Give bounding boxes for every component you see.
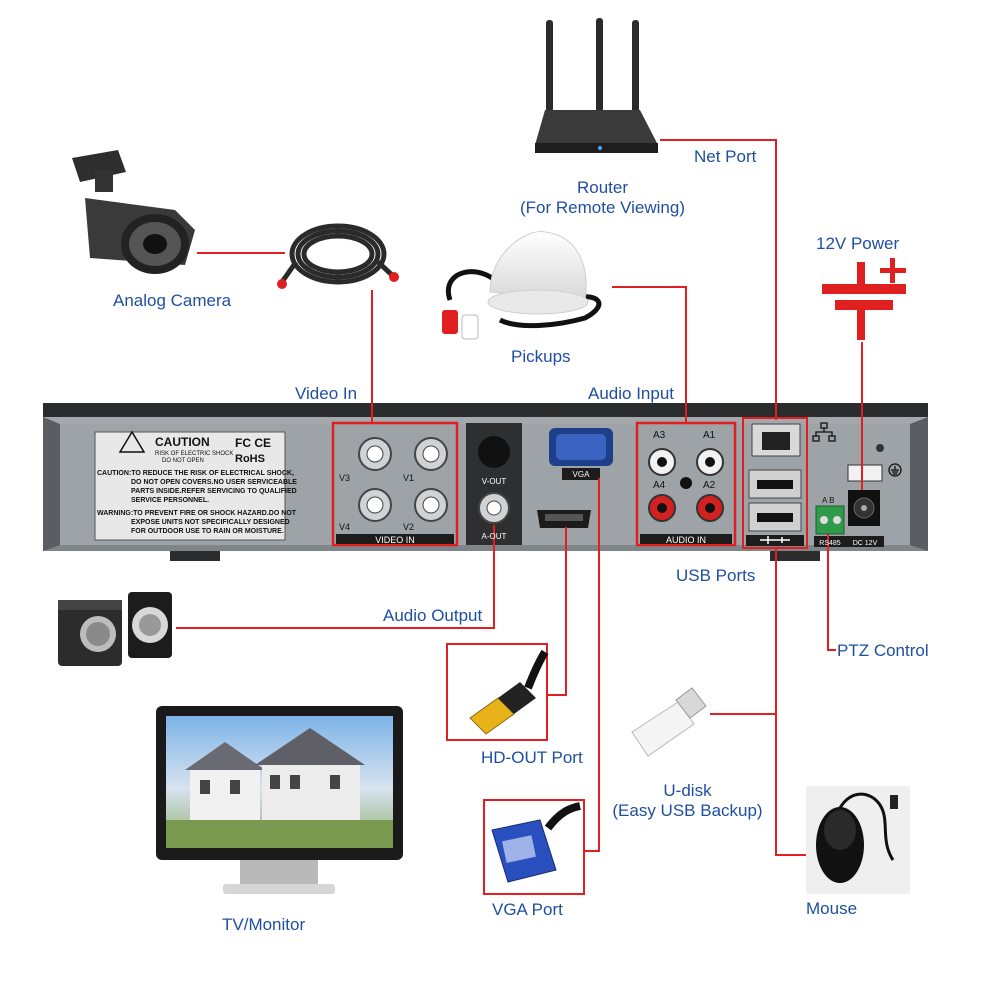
caution-text-line-3: PARTS INSIDE.REFER SERVICING TO QUALIFIE…	[131, 488, 297, 495]
caution-subtitle-1: RISK OF ELECTRIC SHOCK	[155, 451, 233, 457]
hdmi-cable-icon	[469, 649, 549, 735]
dc12v-label: DC 12V	[853, 540, 878, 547]
router-label-line-2: (For Remote Viewing)	[519, 198, 686, 217]
vga-cable-icon	[491, 802, 581, 883]
bnc-connector-icon	[358, 437, 448, 522]
caution-text-line-2: DO NOT OPEN COVERS.NO USER SERVICEABLE	[131, 479, 297, 486]
rca-plug-icon	[389, 272, 399, 282]
port-label-v3: V3	[339, 473, 350, 483]
connection-lines	[176, 139, 863, 856]
usb-icon	[760, 536, 790, 544]
rs485-ab-label: A B	[822, 496, 834, 505]
ground-icon	[888, 463, 902, 477]
video-in-panel-label: VIDEO IN	[375, 535, 415, 545]
port-label-a4: A4	[653, 480, 666, 491]
audio-input-label: Audio Input	[588, 384, 675, 403]
rca-jack-icon	[648, 448, 724, 522]
mouse-label: Mouse	[806, 899, 858, 918]
tv-monitor-label: TV/Monitor	[222, 915, 306, 934]
router-icon	[535, 18, 658, 153]
usb-ports-label: USB Ports	[676, 566, 756, 585]
caution-text-line-4: SERVICE PERSONNEL.	[131, 497, 209, 504]
port-label-v1: V1	[403, 473, 414, 483]
v-out-label: V-OUT	[482, 477, 507, 486]
vga-port-label: VGA Port	[492, 900, 563, 919]
network-icon	[812, 422, 836, 442]
port-label-a1: A1	[703, 430, 716, 441]
caution-subtitle-2: DO NOT OPEN	[162, 458, 204, 464]
mouse-icon	[816, 792, 898, 883]
monitor-icon	[156, 706, 403, 894]
dvr-rear-panel	[43, 403, 928, 561]
router-label-line-1: Router	[576, 178, 629, 197]
udisk-label-line-2: (Easy USB Backup)	[612, 801, 763, 820]
udisk-label: U-disk (Easy USB Backup)	[600, 781, 775, 821]
hdmi-cable-frame	[446, 643, 548, 741]
udisk-label-line-1: U-disk	[663, 781, 712, 800]
hd-out-port-label: HD-OUT Port	[481, 748, 583, 767]
port-label-v2: V2	[403, 522, 414, 532]
ptz-control-label: PTZ Control	[837, 641, 929, 660]
warning-text-line-3: FOR OUTDOOR USE TO RAIN OR MOISTURE.	[131, 528, 284, 535]
caution-title: CAUTION	[155, 435, 210, 449]
camera-icon	[72, 150, 195, 274]
microphone-icon	[442, 231, 602, 340]
speakers-icon	[58, 592, 172, 666]
led-indicator-icon	[876, 444, 884, 452]
power-12v-label: 12V Power	[816, 234, 900, 253]
analog-camera-label: Analog Camera	[113, 291, 232, 310]
vga-panel-label: VGA	[573, 470, 591, 479]
a-out-label: A-OUT	[482, 532, 507, 541]
rca-plug-icon	[277, 279, 287, 289]
router-label: Router (For Remote Viewing)	[500, 178, 705, 218]
port-label-a3: A3	[653, 430, 666, 441]
vga-cable-frame	[483, 799, 585, 895]
power-symbol-icon	[822, 258, 906, 340]
audio-output-label: Audio Output	[383, 606, 483, 625]
warning-text-line-2: EXPOSE UNITS NOT SPECIFICALLY DESIGNED	[131, 519, 290, 526]
warning-text-line-1: WARNING:TO PREVENT FIRE OR SHOCK HAZARD.…	[97, 510, 297, 517]
video-in-label: Video In	[295, 384, 358, 403]
caution-text-line-1: CAUTION:TO REDUCE THE RISK OF ELECTRICAL…	[97, 470, 294, 477]
usb-flash-drive-icon	[631, 687, 707, 757]
rs485-label: RS485	[819, 540, 841, 547]
cert-marks: FC CE	[235, 436, 271, 450]
port-label-a2: A2	[703, 480, 716, 491]
rohs-mark: RoHS	[235, 453, 265, 465]
pickups-label: Pickups	[511, 347, 571, 366]
port-label-v4: V4	[339, 522, 350, 532]
cable-coil-icon	[279, 223, 394, 285]
audio-in-panel-label: AUDIO IN	[666, 535, 706, 545]
net-port-label: Net Port	[694, 147, 757, 166]
